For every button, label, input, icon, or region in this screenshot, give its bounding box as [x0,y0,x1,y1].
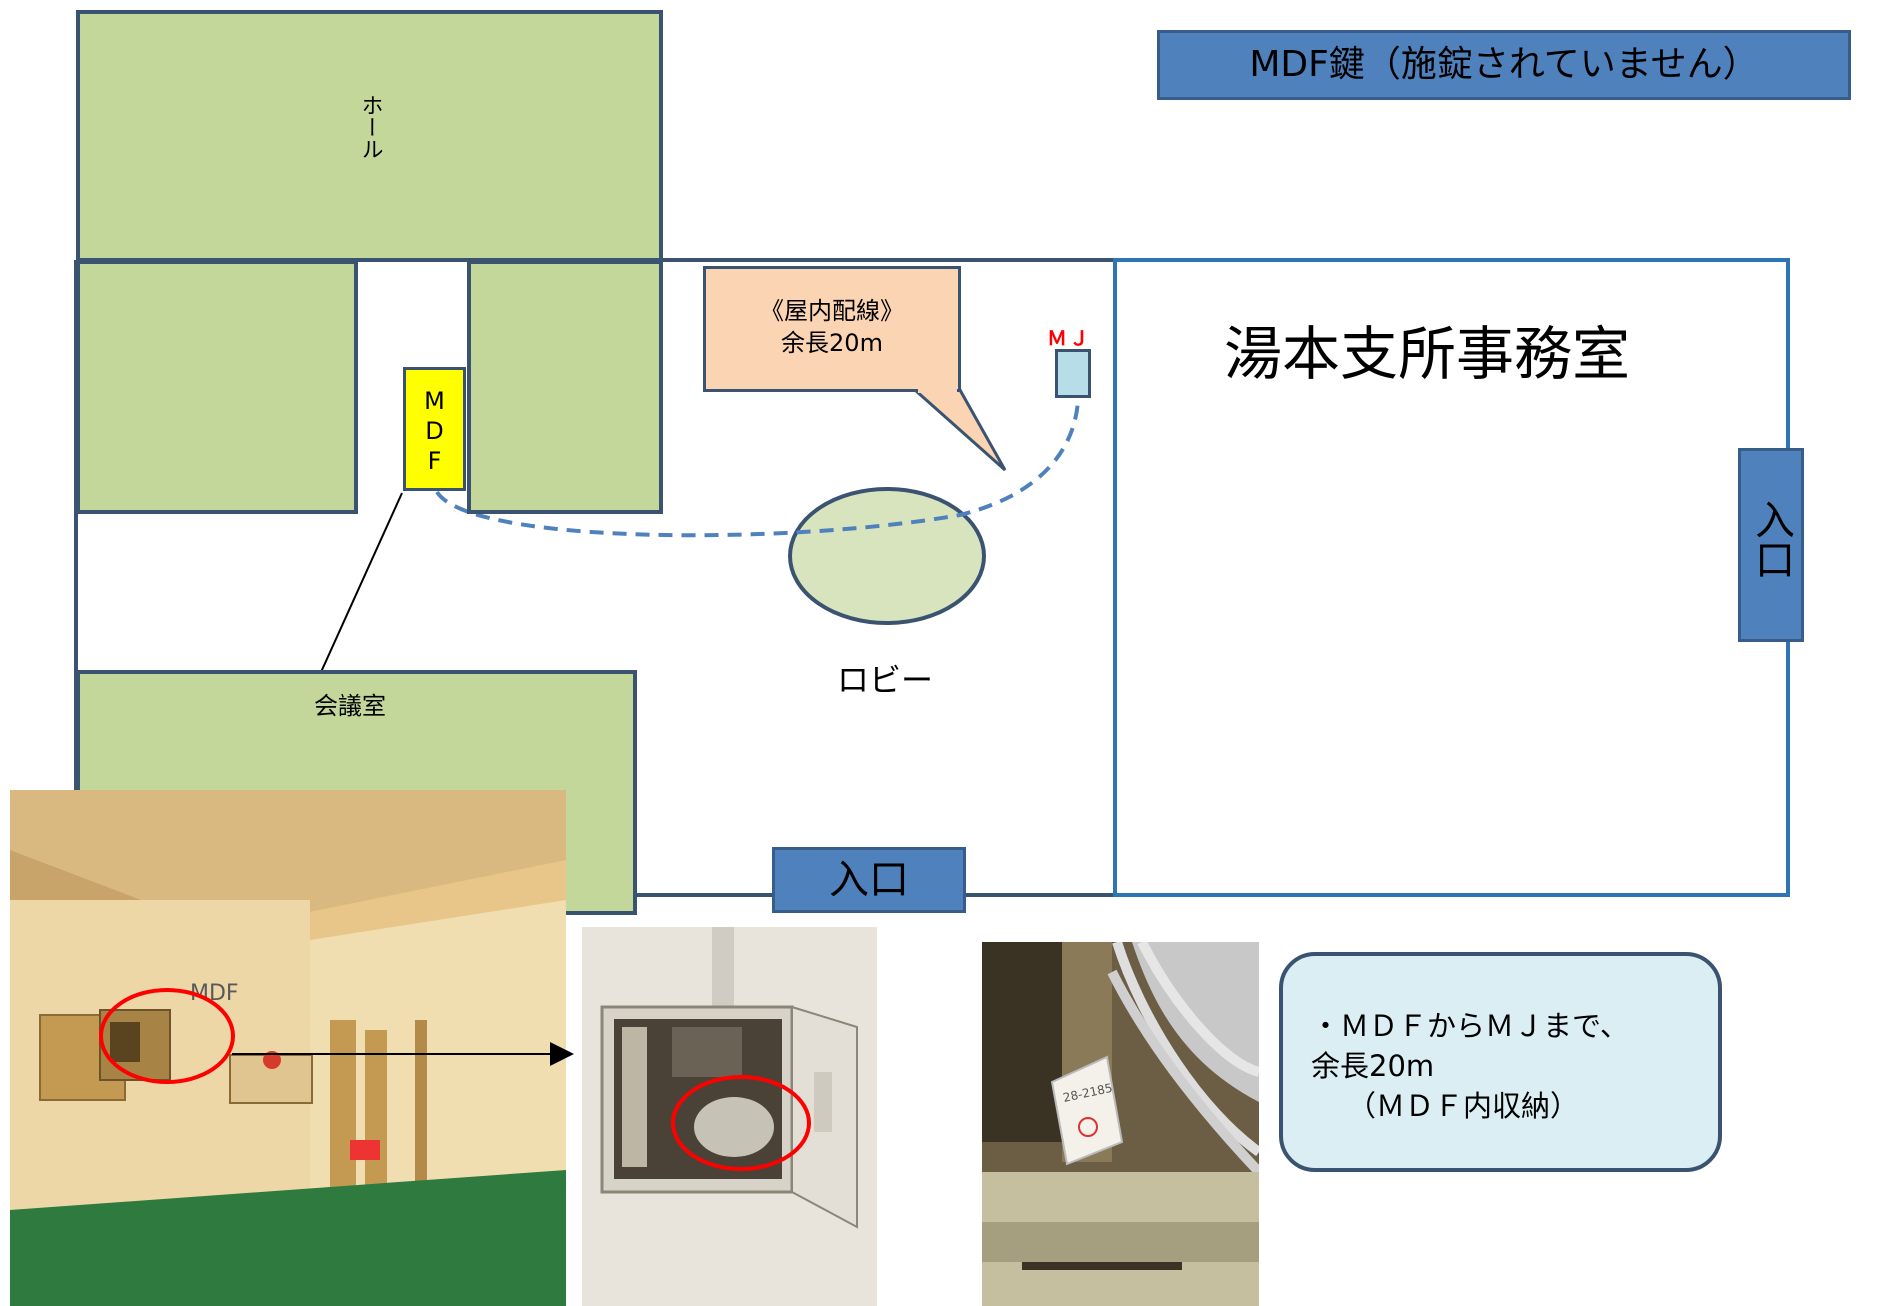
left-room-2 [467,260,663,514]
highlight-circle-1 [99,988,235,1084]
office-entrance-label: 入口 [1748,499,1794,579]
mdf-cabinet-photo [582,927,877,1306]
note-line2: 余長20m [1311,1049,1435,1083]
hall-label: ホール [357,94,383,160]
left-room-1 [76,260,358,514]
title-text: MDF鍵（施錠されていません） [1249,44,1759,85]
mdf-box: M D F [403,367,466,491]
wiring-callout: 《屋内配線》 余長20m [703,266,961,392]
callout-tail-join [918,388,957,393]
mdf-letter-m: M [424,387,445,415]
office-label: 湯本支所事務室 [1224,320,1631,388]
office-entrance: 入口 [1738,448,1804,642]
lobby-ellipse [788,487,986,625]
conference-label: 会議室 [314,692,386,720]
note-line1: ・ＭＤＦからＭＪまで、 [1311,1009,1629,1043]
mj-label: ＭＪ [1047,326,1091,350]
indoor-wiring-path [435,399,1080,538]
lobby-entrance-label: 入口 [829,857,909,903]
note-box: ・ＭＤＦからＭＪまで、 余長20m （ＭＤＦ内収納） [1279,952,1722,1172]
mj-tag-photo: 28-2185 [982,942,1259,1306]
mj-box [1055,349,1091,398]
callout-tail [911,388,1007,472]
lobby-entrance: 入口 [772,847,966,913]
hall-room: ホール [76,10,663,262]
arrow-photo1-to-photo2 [232,1042,574,1066]
mdf-letter-d: D [425,417,444,445]
corridor-photo: MDF [10,790,566,1306]
highlight-circle-2 [671,1075,811,1171]
callout-line1: 《屋内配線》 [760,297,904,325]
lobby-label: ロビー [837,661,934,699]
title-box: MDF鍵（施錠されていません） [1157,30,1851,100]
mdf-letter-f: F [427,447,442,475]
callout-line2: 余長20m [781,329,883,357]
office-outline [1113,258,1790,897]
note-line3: （ＭＤＦ内収納） [1347,1089,1580,1123]
